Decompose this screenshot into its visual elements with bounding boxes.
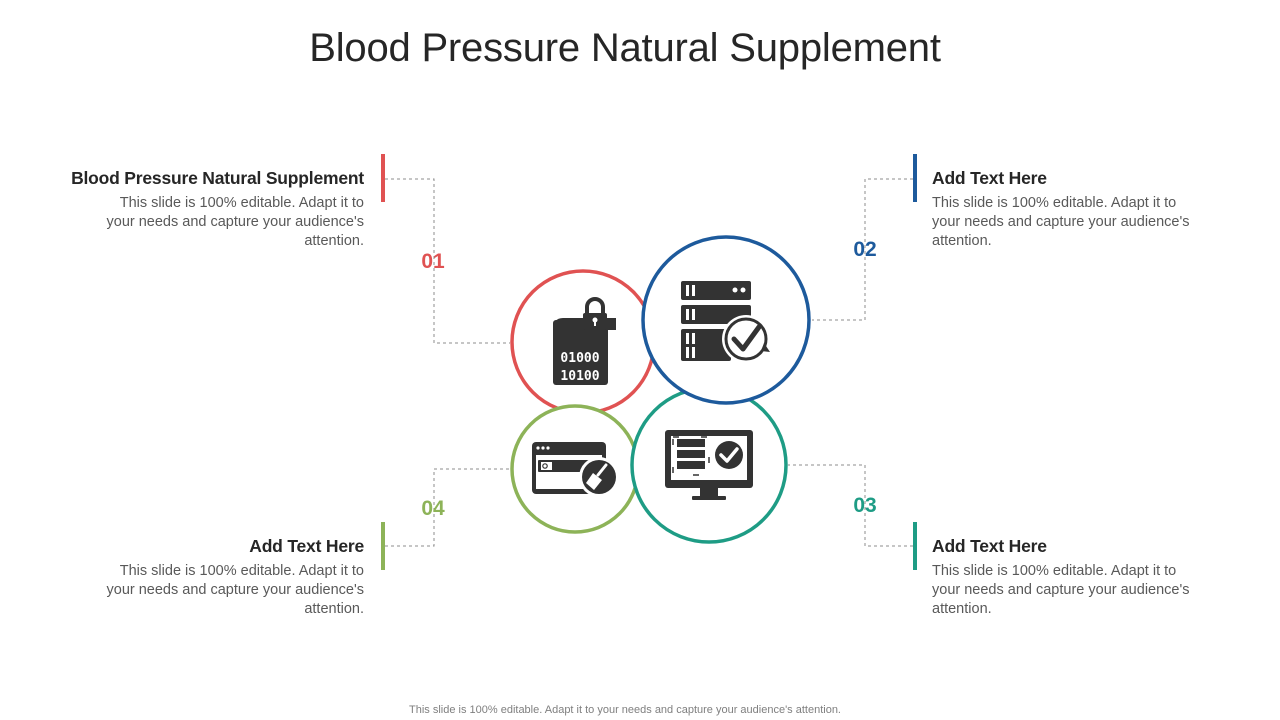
- text-block-03-heading: Add Text Here: [932, 536, 1047, 556]
- step-number-04: 04: [421, 497, 445, 520]
- connector-02: [812, 178, 913, 321]
- binary-text-line-1: 01000: [560, 351, 599, 366]
- text-block-02-body: This slide is 100% editable. Adapt it to…: [932, 195, 1190, 249]
- server-check-icon: [681, 281, 770, 363]
- footer-note: This slide is 100% editable. Adapt it to…: [409, 704, 841, 716]
- text-block-02-heading: Add Text Here: [932, 168, 1047, 188]
- text-block-04: Add Text Here This slide is 100% editabl…: [34, 536, 365, 619]
- text-block-02: Add Text Here This slide is 100% editabl…: [932, 168, 1192, 251]
- accent-bar-04: [381, 522, 385, 570]
- accent-bar-02: [913, 154, 917, 202]
- text-block-01-body: This slide is 100% editable. Adapt it to…: [106, 195, 365, 249]
- step-number-01: 01: [421, 250, 445, 273]
- accent-bar-03: [913, 522, 917, 570]
- binary-document-lock-icon: 01000 10100: [553, 297, 616, 385]
- text-block-01: Blood Pressure Natural Supplement This s…: [34, 168, 364, 251]
- text-block-04-heading: Add Text Here: [249, 536, 364, 556]
- text-block-01-heading: Blood Pressure Natural Supplement: [71, 168, 364, 188]
- step-number-03: 03: [853, 494, 877, 517]
- connector-01: [385, 178, 510, 344]
- browser-clean-icon: [532, 442, 619, 497]
- accent-bar-01: [381, 154, 385, 202]
- page-title: Blood Pressure Natural Supplement: [309, 26, 941, 70]
- connector-03: [788, 464, 913, 547]
- text-block-04-body: This slide is 100% editable. Adapt it to…: [106, 563, 365, 617]
- text-block-03: Add Text Here This slide is 100% editabl…: [932, 536, 1192, 619]
- connector-04: [385, 468, 510, 547]
- monitor-check-icon: [665, 430, 753, 500]
- step-number-02: 02: [853, 238, 877, 261]
- binary-text-line-2: 10100: [560, 369, 599, 384]
- text-block-03-body: This slide is 100% editable. Adapt it to…: [932, 563, 1190, 617]
